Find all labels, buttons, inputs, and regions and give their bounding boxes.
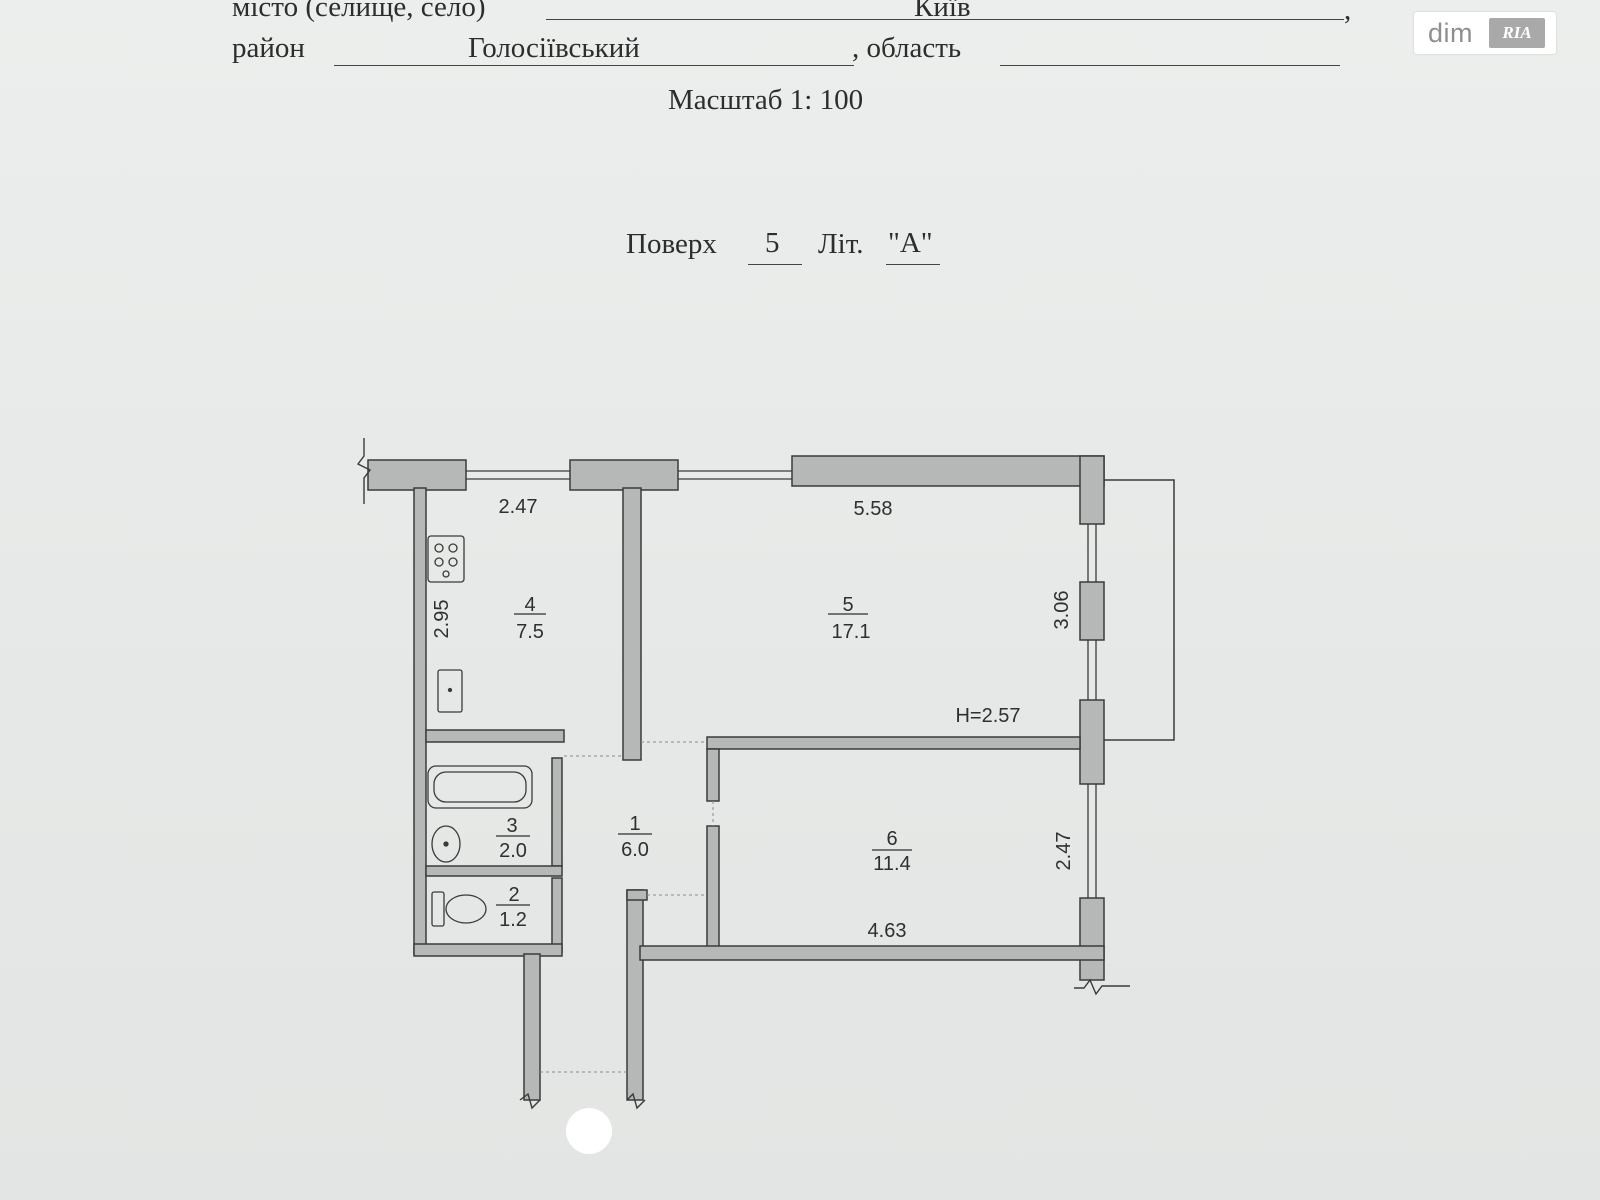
wall-kitchen-bottom [425, 729, 565, 743]
break-marks [356, 438, 1130, 1110]
washbasin-icon [431, 825, 461, 863]
watermark-text: dim [1428, 17, 1474, 48]
dim-bedroom-width: 4.63 [868, 920, 907, 942]
bathtub-icon [427, 765, 533, 809]
floor-underline [748, 264, 802, 265]
wall-bath-right [551, 757, 563, 867]
break-mark-corridor-right [626, 1092, 646, 1110]
wall-right-mid [1079, 581, 1105, 641]
letter-value: "А" [888, 227, 933, 259]
door-openings [540, 741, 714, 1073]
room-1-area: 6.0 [621, 839, 649, 861]
city-value: Київ [914, 0, 971, 23]
room-5-number: 5 [842, 594, 853, 616]
city-trail: , [1344, 0, 1352, 26]
floor-label: Поверх [626, 228, 717, 260]
stove-icon [427, 535, 465, 583]
wall-left [413, 487, 427, 955]
room-4-number: 4 [524, 594, 535, 616]
wall-right-bottom [1079, 897, 1105, 981]
wall-closet-top [626, 889, 648, 901]
toilet-icon [431, 891, 487, 927]
wall-corridor-left [523, 953, 541, 1101]
room-6-number: 6 [886, 828, 897, 850]
wall-right-lower [1079, 699, 1105, 785]
walls [367, 455, 1105, 1101]
region-label: , область [852, 32, 962, 64]
room-3-number: 3 [506, 815, 517, 837]
wall-toilet-right [551, 877, 563, 953]
room-2-area: 1.2 [499, 909, 527, 931]
wall-right-top [1079, 455, 1105, 525]
district-value: Голосіївський [468, 32, 640, 64]
dim-living-width: 5.58 [854, 498, 893, 520]
ria-logo-icon: RIA [1489, 18, 1546, 48]
break-mark-corridor-left [519, 1092, 541, 1110]
blur-blob [566, 1108, 612, 1154]
room-fraction-lines [496, 613, 912, 906]
wall-top-mid [569, 459, 679, 491]
district-underline [334, 65, 854, 66]
wall-kitchen-living [622, 487, 642, 761]
room-5-area: 17.1 [832, 621, 871, 643]
wall-bath-toilet [425, 865, 563, 877]
room-2-number: 2 [508, 884, 519, 906]
dim-kitchen-depth: 2.95 [431, 600, 453, 639]
break-mark-bottom-right [1074, 978, 1130, 996]
room-4-area: 7.5 [516, 621, 544, 643]
break-mark-top-left [356, 438, 372, 504]
room-6-area: 11.4 [873, 853, 910, 875]
wall-living-bedroom [706, 736, 1081, 750]
balcony-outline [1104, 479, 1175, 741]
wall-corridor-right [626, 889, 644, 1101]
wall-bedroom-left-bottom [706, 825, 720, 949]
wall-top-right [791, 455, 1105, 487]
district-label: район [232, 32, 305, 64]
room-3-area: 2.0 [499, 840, 527, 862]
dim-living-depth: 3.06 [1051, 591, 1073, 630]
dim-bedroom-depth: 2.47 [1053, 832, 1075, 871]
windows [466, 470, 1097, 898]
letter-underline [886, 264, 940, 265]
wall-sanitary-bottom [413, 943, 563, 957]
wall-bedroom-bottom [639, 945, 1105, 961]
letter-label: Літ. [818, 228, 864, 260]
sink-icon [437, 669, 463, 713]
wall-bedroom-left-top [706, 748, 720, 802]
scale-label: Масштаб 1: 100 [668, 84, 864, 116]
floor-value: 5 [765, 227, 780, 259]
city-underline [546, 19, 1344, 20]
dimria-watermark: dim RIA [1414, 12, 1556, 54]
room-1-number: 1 [629, 813, 640, 835]
region-underline [1000, 65, 1340, 66]
wall-top-left [367, 459, 467, 491]
dim-ceiling-height: H=2.57 [955, 705, 1020, 727]
fixtures [427, 535, 533, 927]
city-label: місто (селище, село) [232, 0, 486, 23]
dim-kitchen-width: 2.47 [499, 496, 538, 518]
